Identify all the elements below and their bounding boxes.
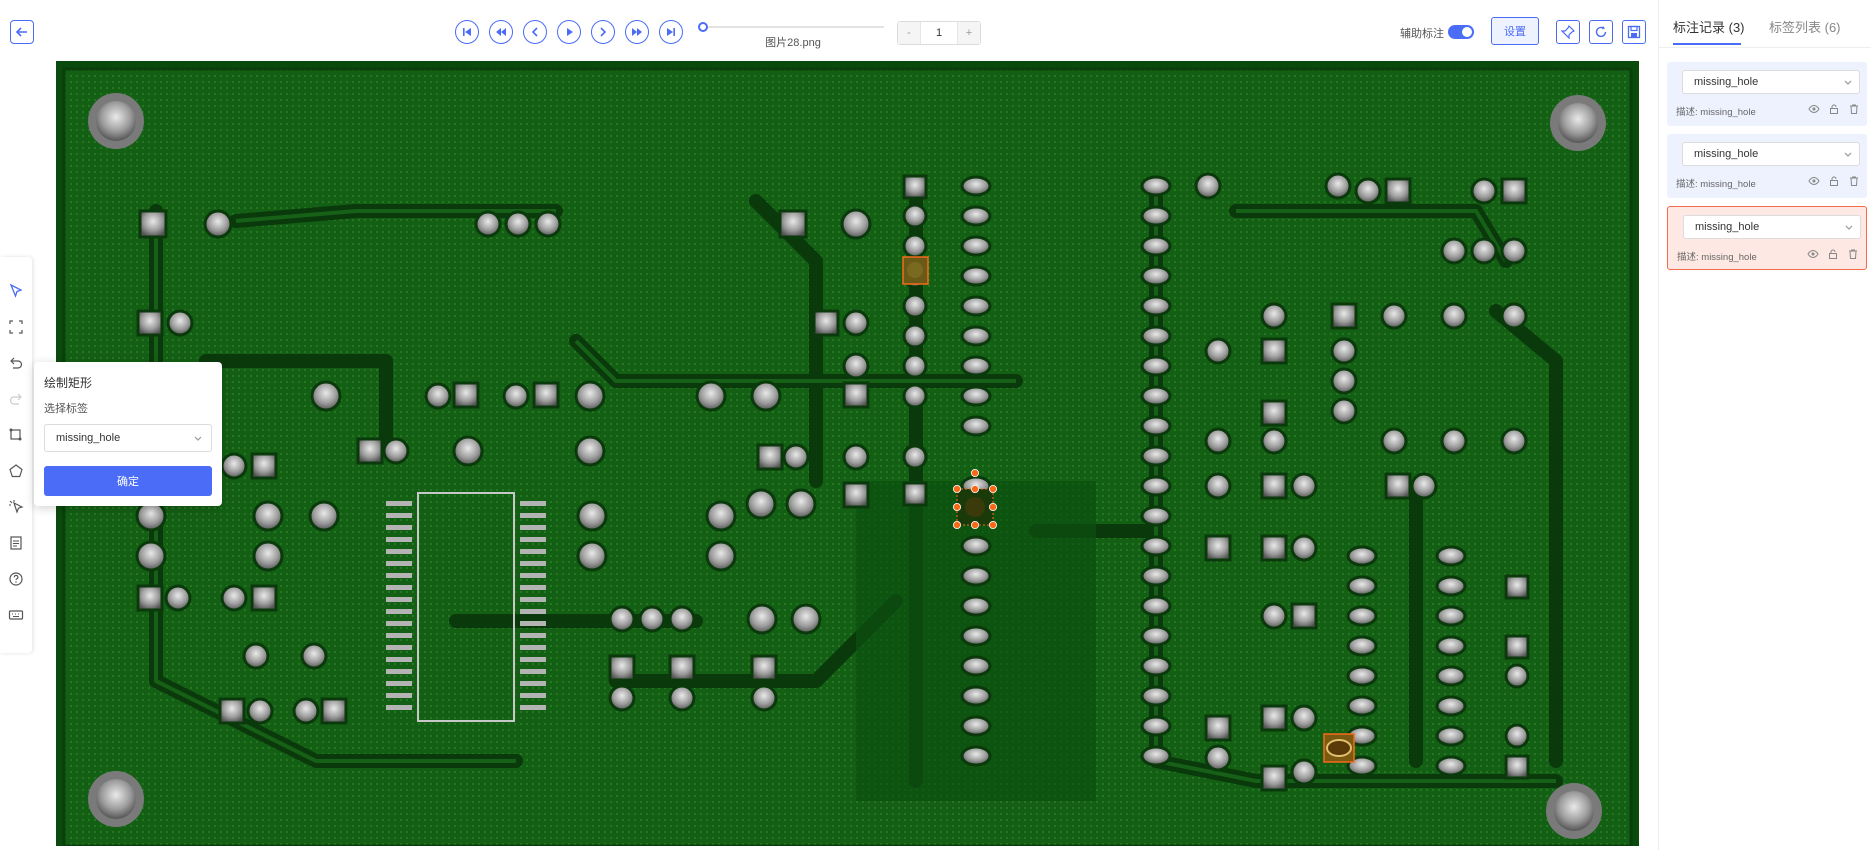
tab-label-list[interactable]: 标签列表 (6): [1769, 20, 1841, 35]
back-button[interactable]: [10, 20, 34, 44]
fast-backward-icon: [496, 28, 506, 36]
refresh-button[interactable]: [1589, 20, 1613, 44]
previous-icon: [531, 27, 538, 37]
tab-annotation-records[interactable]: 标注记录 (3): [1673, 20, 1745, 35]
fast-forward-icon: [632, 28, 642, 36]
assist-annotation-toggle[interactable]: [1448, 25, 1474, 39]
annotation-record-selected[interactable]: missing_hole 描述: missing_hole: [1667, 206, 1867, 270]
play-button[interactable]: [557, 20, 581, 44]
crop-icon: [9, 428, 22, 441]
popup-label-prompt: 选择标签: [44, 403, 88, 415]
chevron-down-icon: [1844, 152, 1852, 157]
record-label-select[interactable]: missing_hole: [1682, 142, 1860, 166]
progress-slider-handle[interactable]: [698, 22, 708, 32]
keyboard-icon: [8, 610, 24, 620]
tool-rail: [0, 257, 32, 653]
record-label-value: missing_hole: [1694, 148, 1759, 160]
trash-icon[interactable]: [1847, 174, 1861, 188]
skip-first-icon: [463, 28, 471, 36]
help-button[interactable]: [6, 569, 26, 589]
draw-rect-popup: 绘制矩形 选择标签 missing_hole 确定: [34, 362, 222, 506]
magic-select-icon: [9, 500, 24, 514]
lock-icon[interactable]: [1827, 174, 1841, 188]
fast-forward-button[interactable]: [625, 20, 649, 44]
save-icon: [1627, 25, 1641, 39]
record-description: 描述: missing_hole: [1676, 107, 1756, 118]
arrow-left-icon: [15, 27, 27, 37]
record-description: 描述: missing_hole: [1677, 252, 1757, 263]
image-filename: 图片28.png: [765, 37, 821, 49]
page-stepper: - 1 +: [897, 21, 981, 45]
annotation-record[interactable]: missing_hole 描述: missing_hole: [1667, 134, 1867, 198]
crop-tool-button[interactable]: [6, 425, 26, 445]
active-tab-indicator: [1673, 43, 1741, 45]
confirm-button[interactable]: 确定: [44, 466, 212, 496]
undo-button[interactable]: [6, 353, 26, 373]
eye-icon[interactable]: [1806, 247, 1820, 261]
undo-icon: [10, 357, 23, 369]
eye-icon[interactable]: [1807, 174, 1821, 188]
record-description: 描述: missing_hole: [1676, 179, 1756, 190]
keyboard-shortcuts-button[interactable]: [6, 605, 26, 625]
select-pointer-icon: [9, 283, 23, 298]
right-panel: 标注记录 (3) 标签列表 (6) missing_hole 描述: missi…: [1658, 0, 1871, 850]
polygon-tool-button[interactable]: [6, 461, 26, 481]
trash-icon[interactable]: [1846, 247, 1860, 261]
record-label-value: missing_hole: [1695, 221, 1760, 233]
rect-select-tool-button[interactable]: [6, 317, 26, 337]
progress-slider-track[interactable]: [702, 26, 884, 28]
redo-button[interactable]: [6, 389, 26, 409]
skip-last-button[interactable]: [659, 20, 683, 44]
top-toolbar: 图片28.png - 1 + 辅助标注 设置: [0, 0, 1658, 58]
save-button[interactable]: [1622, 20, 1646, 44]
playback-controls: [455, 20, 683, 44]
next-icon: [600, 27, 607, 37]
previous-button[interactable]: [523, 20, 547, 44]
record-label-select[interactable]: missing_hole: [1682, 70, 1860, 94]
document-icon: [10, 536, 22, 550]
next-button[interactable]: [591, 20, 615, 44]
chevron-down-icon: [194, 436, 202, 441]
skip-first-button[interactable]: [455, 20, 479, 44]
annotation-box-2[interactable]: [1323, 733, 1355, 763]
pin-icon: [1561, 25, 1575, 39]
annotation-box-1[interactable]: [902, 256, 929, 285]
trash-icon[interactable]: [1847, 102, 1861, 116]
eye-icon[interactable]: [1807, 102, 1821, 116]
skip-last-icon: [667, 28, 675, 36]
pin-button[interactable]: [1556, 20, 1580, 44]
record-actions: [1806, 247, 1860, 261]
select-tool-button[interactable]: [6, 281, 26, 301]
annotation-box-3-selected[interactable]: [953, 468, 998, 529]
annotation-record[interactable]: missing_hole 描述: missing_hole: [1667, 62, 1867, 126]
lock-icon[interactable]: [1826, 247, 1840, 261]
assist-annotation-label: 辅助标注: [1400, 28, 1444, 40]
rect-select-icon: [9, 320, 23, 334]
page-number-input[interactable]: 1: [920, 22, 958, 44]
magic-select-tool-button[interactable]: [6, 497, 26, 517]
refresh-icon: [1595, 26, 1607, 38]
help-icon: [9, 572, 23, 586]
chevron-down-icon: [1845, 225, 1853, 230]
popup-title: 绘制矩形: [44, 376, 93, 390]
document-button[interactable]: [6, 533, 26, 553]
play-icon: [567, 28, 573, 36]
settings-button[interactable]: 设置: [1491, 17, 1539, 45]
lock-icon[interactable]: [1827, 102, 1841, 116]
redo-icon: [9, 393, 22, 405]
record-actions: [1807, 174, 1861, 188]
record-label-select[interactable]: missing_hole: [1683, 215, 1861, 239]
image-canvas[interactable]: [56, 61, 1639, 846]
label-select-value: missing_hole: [56, 432, 121, 444]
panel-tabs: 标注记录 (3) 标签列表 (6): [1659, 0, 1871, 48]
record-label-value: missing_hole: [1694, 76, 1759, 88]
polygon-icon: [9, 464, 23, 478]
page-increment-button[interactable]: +: [958, 22, 980, 44]
label-select[interactable]: missing_hole: [44, 424, 212, 452]
record-actions: [1807, 102, 1861, 116]
chevron-down-icon: [1844, 80, 1852, 85]
page-decrement-button[interactable]: -: [898, 22, 920, 44]
fast-backward-button[interactable]: [489, 20, 513, 44]
pcb-image: [56, 61, 1639, 846]
